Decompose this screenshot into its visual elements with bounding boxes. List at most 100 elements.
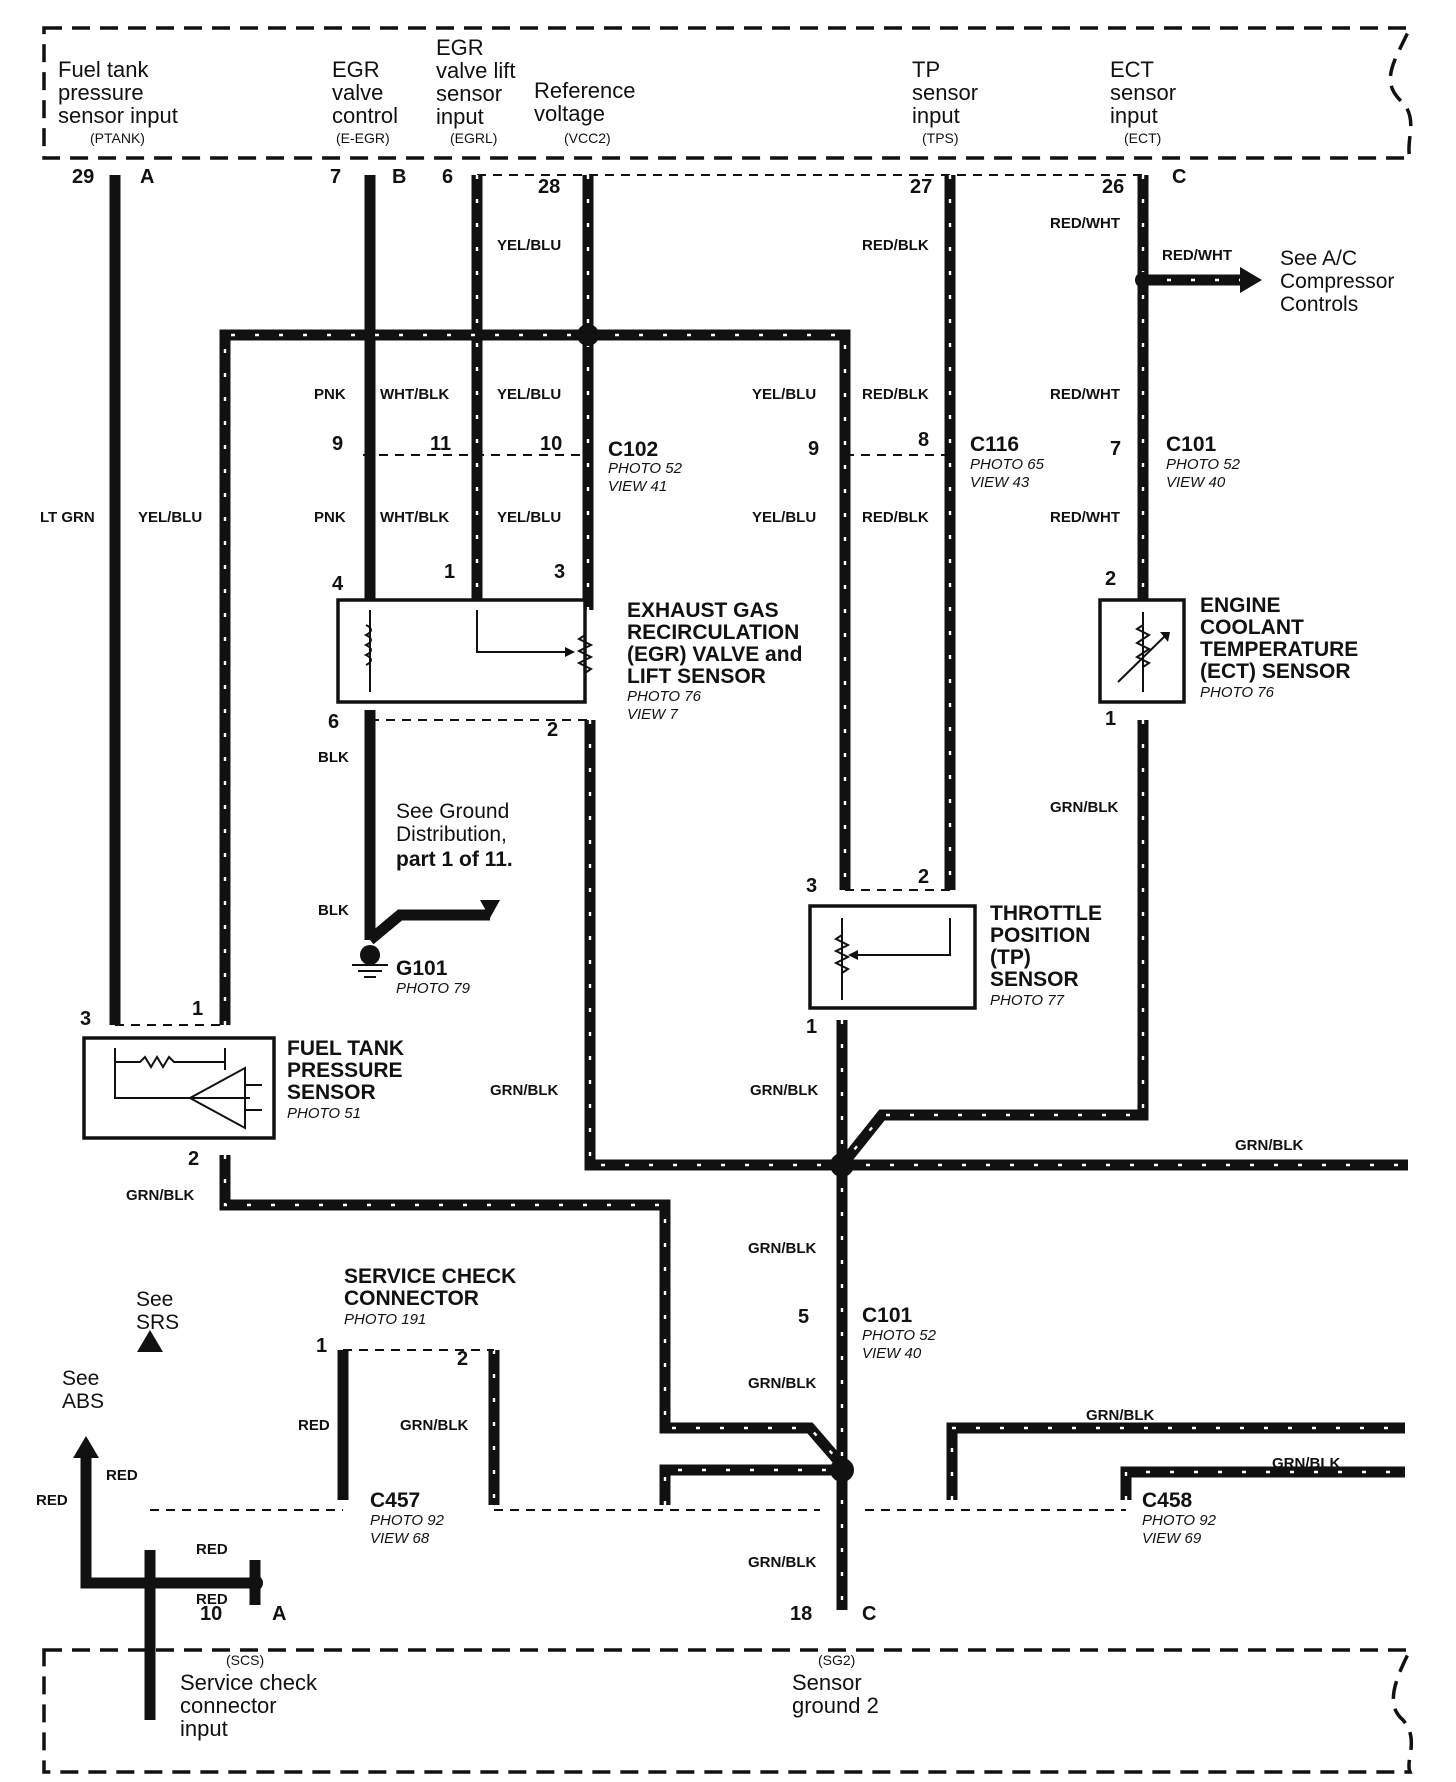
svg-text:(ECT) SENSOR: (ECT) SENSOR — [1200, 660, 1351, 683]
svg-text:2: 2 — [188, 1148, 199, 1170]
svg-text:2: 2 — [457, 1348, 468, 1370]
pin-7: 7 — [330, 166, 341, 188]
svg-text:SENSOR: SENSOR — [287, 1081, 376, 1104]
svg-text:1: 1 — [444, 561, 455, 583]
egr-valve-lift-sensor: EXHAUST GAS RECIRCULATION (EGR) VALVE an… — [336, 598, 802, 723]
svg-text:LIFT SENSOR: LIFT SENSOR — [627, 665, 766, 688]
svg-text:RED/WHT: RED/WHT — [1162, 247, 1232, 264]
ecm-input-vcc2: Reference voltage (VCC2) — [534, 78, 636, 146]
svg-text:(VCC2): (VCC2) — [564, 130, 611, 146]
svg-text:YEL/BLU: YEL/BLU — [138, 509, 202, 526]
connector-c458: C458 PHOTO 92 VIEW 69 — [1142, 1489, 1217, 1547]
svg-text:GRN/BLK: GRN/BLK — [748, 1240, 816, 1257]
svg-text:(EGRL): (EGRL) — [450, 130, 497, 146]
wire-color-labels: YEL/BLU RED/BLK RED/WHT RED/WHT PNK WHT/… — [36, 215, 1340, 1608]
svg-text:YEL/BLU: YEL/BLU — [497, 386, 561, 403]
svg-text:C101: C101 — [862, 1304, 913, 1327]
svg-text:THROTTLE: THROTTLE — [990, 902, 1102, 925]
svg-text:sensor: sensor — [912, 80, 978, 105]
svg-text:ECT: ECT — [1110, 57, 1154, 82]
svg-text:3: 3 — [806, 875, 817, 897]
svg-text:(E-EGR): (E-EGR) — [336, 130, 390, 146]
svg-text:LT GRN: LT GRN — [40, 509, 95, 526]
svg-text:PHOTO 92: PHOTO 92 — [370, 1512, 445, 1529]
arrow-abs — [73, 1436, 99, 1458]
connector-c116: C116 PHOTO 65 VIEW 43 — [970, 433, 1045, 491]
svg-text:VIEW 40: VIEW 40 — [1166, 474, 1226, 491]
svg-text:RECIRCULATION: RECIRCULATION — [627, 621, 799, 644]
ecm-input-tps: TP sensor input (TPS) — [912, 57, 978, 146]
ecm-output-scs: (SCS) Service check connector input — [180, 1652, 318, 1741]
svg-text:3: 3 — [554, 561, 565, 583]
svg-text:BLK: BLK — [318, 749, 349, 766]
service-check-connector: SERVICE CHECK CONNECTOR PHOTO 191 — [344, 1265, 516, 1328]
svg-text:input: input — [912, 103, 960, 128]
svg-text:(TPS): (TPS) — [922, 130, 959, 146]
pin-27: 27 — [910, 176, 932, 198]
svg-text:SERVICE CHECK: SERVICE CHECK — [344, 1265, 516, 1288]
ref-abs: See ABS — [62, 1367, 104, 1413]
svg-text:WHT/BLK: WHT/BLK — [380, 386, 449, 403]
ecm-input-e-egr: EGR valve control (E-EGR) — [332, 57, 398, 146]
svg-text:connector: connector — [180, 1693, 277, 1718]
tp-sensor: THROTTLE POSITION (TP) SENSOR PHOTO 77 — [808, 902, 1102, 1010]
svg-text:input: input — [180, 1716, 228, 1741]
svg-text:RED: RED — [196, 1591, 228, 1608]
svg-text:GRN/BLK: GRN/BLK — [490, 1082, 558, 1099]
svg-text:COOLANT: COOLANT — [1200, 616, 1304, 639]
svg-text:GRN/BLK: GRN/BLK — [1272, 1455, 1340, 1472]
svg-text:See Ground: See Ground — [396, 800, 509, 823]
svg-text:sensor: sensor — [436, 81, 502, 106]
svg-text:PHOTO 77: PHOTO 77 — [990, 992, 1065, 1009]
svg-text:GRN/BLK: GRN/BLK — [1235, 1137, 1303, 1154]
arrow-ac — [1240, 267, 1262, 293]
svg-text:Service check: Service check — [180, 1670, 318, 1695]
ground-g101: G101 PHOTO 79 — [352, 900, 500, 997]
svg-text:GRN/BLK: GRN/BLK — [126, 1187, 194, 1204]
svg-text:PHOTO 51: PHOTO 51 — [287, 1105, 361, 1122]
pin-numbers: 9 11 10 9 8 7 4 1 3 6 2 2 1 3 2 1 3 1 2 … — [80, 429, 1121, 1370]
svg-text:PHOTO 76: PHOTO 76 — [1200, 684, 1275, 701]
pin-a-bottom: A — [272, 1603, 286, 1625]
connector-c101-mid: C101 PHOTO 52 VIEW 40 — [862, 1304, 937, 1362]
svg-text:RED/WHT: RED/WHT — [1050, 215, 1120, 232]
pin-c: C — [1172, 166, 1186, 188]
svg-text:11: 11 — [430, 433, 451, 455]
svg-text:9: 9 — [332, 433, 343, 455]
svg-text:8: 8 — [918, 429, 929, 451]
pin-c-bottom: C — [862, 1603, 876, 1625]
svg-text:valve: valve — [332, 80, 383, 105]
svg-text:PHOTO 79: PHOTO 79 — [396, 980, 471, 997]
svg-text:input: input — [1110, 103, 1158, 128]
svg-text:VIEW 7: VIEW 7 — [627, 706, 679, 723]
svg-text:TEMPERATURE: TEMPERATURE — [1200, 638, 1358, 661]
arrow-srs — [137, 1330, 163, 1352]
svg-text:Controls: Controls — [1280, 293, 1358, 316]
svg-text:PHOTO 52: PHOTO 52 — [608, 460, 683, 477]
svg-text:BLK: BLK — [318, 902, 349, 919]
svg-text:1: 1 — [1105, 708, 1116, 730]
svg-text:RED/BLK: RED/BLK — [862, 386, 929, 403]
svg-text:C101: C101 — [1166, 433, 1217, 456]
svg-text:PHOTO 92: PHOTO 92 — [1142, 1512, 1217, 1529]
svg-text:EXHAUST GAS: EXHAUST GAS — [627, 599, 779, 622]
svg-text:GRN/BLK: GRN/BLK — [748, 1375, 816, 1392]
svg-text:YEL/BLU: YEL/BLU — [497, 509, 561, 526]
svg-text:2: 2 — [547, 719, 558, 741]
connector-c101-top: C101 PHOTO 52 VIEW 40 — [1166, 433, 1241, 491]
svg-text:C116: C116 — [970, 433, 1019, 456]
wires-black — [80, 175, 490, 1720]
svg-text:GRN/BLK: GRN/BLK — [750, 1082, 818, 1099]
svg-text:RED: RED — [298, 1417, 330, 1434]
svg-text:RED: RED — [196, 1541, 228, 1558]
ect-sensor: ENGINE COOLANT TEMPERATURE (ECT) SENSOR … — [1098, 594, 1358, 704]
svg-text:EGR: EGR — [332, 57, 380, 82]
svg-text:sensor: sensor — [1110, 80, 1176, 105]
svg-text:Fuel tank: Fuel tank — [58, 57, 149, 82]
svg-text:GRN/BLK: GRN/BLK — [400, 1417, 468, 1434]
svg-text:VIEW 43: VIEW 43 — [970, 474, 1030, 491]
svg-text:Reference: Reference — [534, 78, 636, 103]
fuel-tank-pressure-sensor: FUEL TANK PRESSURE SENSOR PHOTO 51 — [82, 1036, 404, 1140]
svg-text:Compressor: Compressor — [1280, 270, 1394, 293]
